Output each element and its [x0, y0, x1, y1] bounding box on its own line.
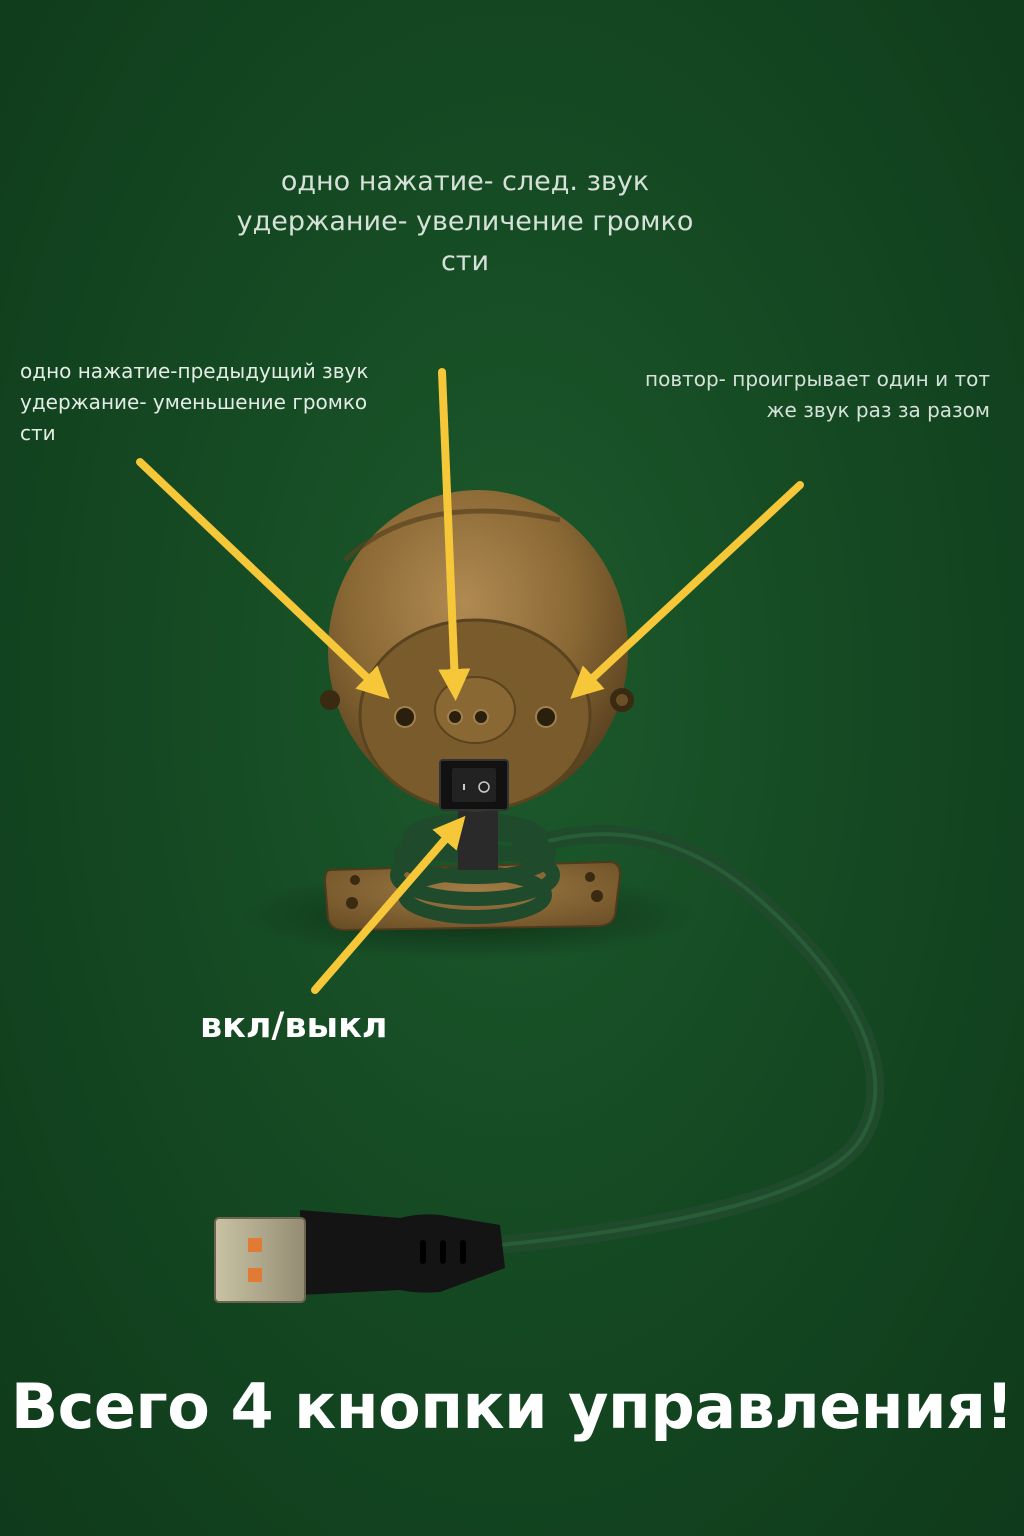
arrow-icon [311, 815, 466, 994]
annotation-top-line1: одно нажатие- след. звук [280, 166, 650, 197]
arrow-icon [136, 458, 390, 700]
arrow-icon [438, 368, 471, 701]
annotation-arrows [136, 368, 804, 994]
annotation-top-line3: сти [440, 246, 490, 277]
usb-plug-icon [214, 1210, 505, 1303]
center-dot [473, 709, 489, 725]
annotation-left-line3: сти [20, 421, 56, 445]
annotation-left: одно нажатие-предыдущий звук удержание- … [20, 356, 420, 449]
headline: Всего 4 кнопки управления! [10, 1370, 1014, 1443]
rocker-switch-icon [439, 759, 509, 811]
annotation-power: вкл/выкл [200, 1006, 388, 1046]
annotation-left-line2: удержание- уменьшение громко [20, 390, 368, 414]
control-buttons [394, 706, 557, 728]
annotation-right-line2: же звук раз за разом [766, 398, 990, 422]
annotation-top: одно нажатие- след. звук удержание- увел… [180, 162, 750, 282]
annotation-right: повтор- проигрывает один и тот же звук р… [560, 364, 990, 426]
repeat-button-knob [535, 706, 557, 728]
next-button-knob [447, 709, 463, 725]
arrow-icon [570, 481, 804, 699]
annotation-right-line1: повтор- проигрывает один и тот [645, 367, 990, 391]
annotation-left-line1: одно нажатие-предыдущий звук [20, 359, 369, 383]
prev-button-knob [394, 706, 416, 728]
annotation-top-line2: удержание- увеличение громко [236, 206, 694, 237]
